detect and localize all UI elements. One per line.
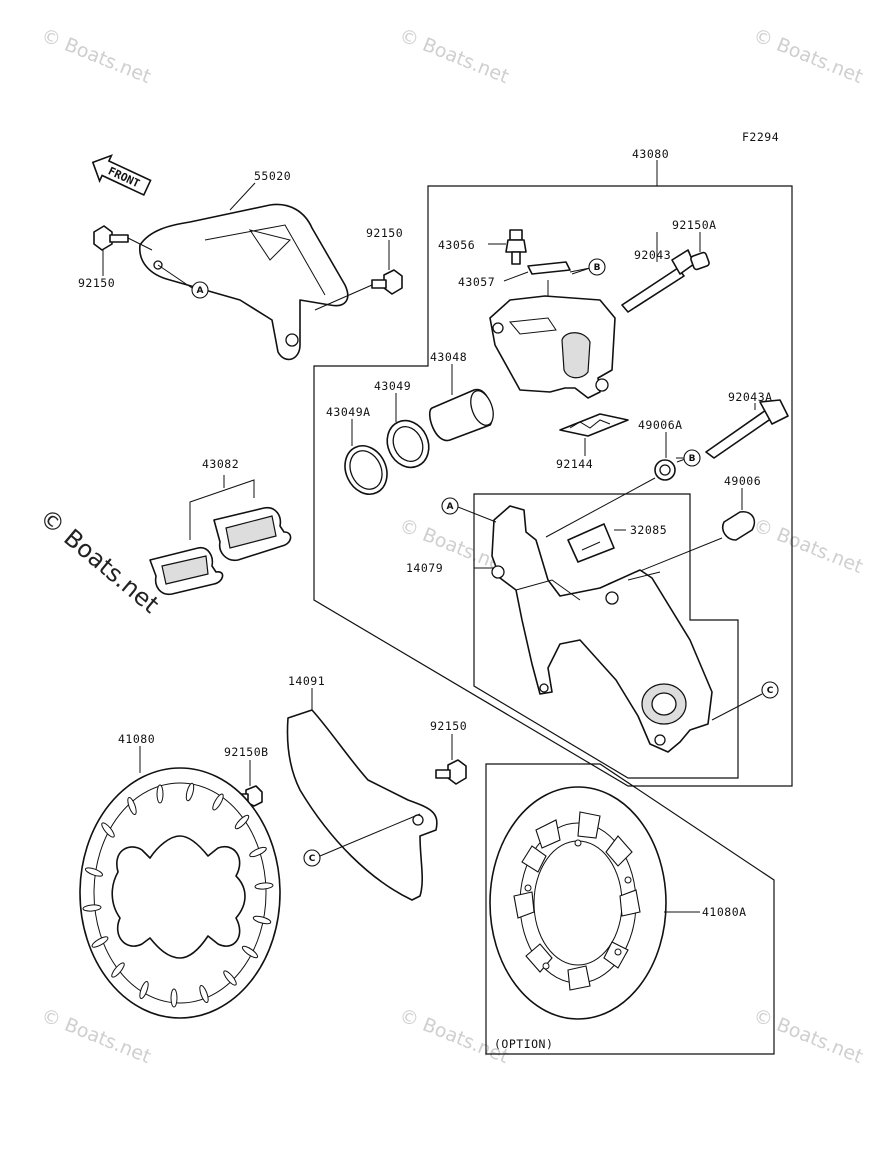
watermark: © Boats.net — [38, 1004, 154, 1068]
part-43049A-seal — [344, 419, 388, 495]
part-labels: 55020 43080 92150 92150 43056 43057 9215… — [78, 147, 773, 1051]
watermark: © Boats.net — [750, 24, 866, 88]
watermark: © Boats.net — [750, 1004, 866, 1068]
part-92150-bolt-bottom — [435, 734, 467, 785]
svg-text:B: B — [689, 454, 696, 464]
label-92150B: 92150B — [224, 745, 269, 759]
part-92150-bolt-left — [93, 225, 153, 276]
label-43048: 43048 — [430, 350, 467, 364]
watermark: © Boats.net — [396, 24, 512, 88]
callout-b-right: B — [676, 449, 701, 467]
label-32085: 32085 — [630, 523, 667, 537]
part-43049-seal — [386, 393, 430, 469]
part-55020-guard — [139, 182, 349, 361]
callout-b-top: B — [569, 258, 606, 276]
caliper-assembly-frame — [313, 185, 793, 787]
part-49006A-boot — [545, 432, 689, 538]
label-49006: 49006 — [724, 474, 761, 488]
label-41080: 41080 — [118, 732, 155, 746]
part-14079-bracket — [491, 505, 713, 753]
label-43049A: 43049A — [326, 405, 371, 419]
svg-text:C: C — [309, 854, 316, 864]
label-92150-top-left: 92150 — [78, 276, 115, 290]
disc-41080-slots — [82, 782, 274, 1008]
label-43049: 43049 — [374, 379, 411, 393]
watermark: © Boats.net — [750, 514, 866, 578]
label-43056: 43056 — [438, 238, 475, 252]
label-43082: 43082 — [202, 457, 239, 471]
bracket-frame — [473, 493, 739, 779]
label-14091: 14091 — [288, 674, 325, 688]
svg-text:A: A — [447, 502, 454, 512]
label-92144: 92144 — [556, 457, 593, 471]
figure-code: F2294 — [742, 130, 779, 144]
watermark: © Boats.net — [38, 24, 154, 88]
option-label: (OPTION) — [494, 1037, 553, 1051]
callout-c-guard: C — [303, 849, 321, 867]
part-caliper-body — [489, 280, 616, 399]
label-43080: 43080 — [632, 147, 669, 161]
part-32085-clip — [567, 523, 626, 563]
watermark-large: © Boats.net — [34, 503, 164, 619]
svg-text:A: A — [197, 286, 204, 296]
label-92150-bottom: 92150 — [430, 719, 467, 733]
label-92043A: 92043A — [728, 390, 773, 404]
label-55020: 55020 — [254, 169, 291, 183]
label-92043: 92043 — [634, 248, 671, 262]
part-14091-disc-guard — [286, 688, 438, 901]
label-14079: 14079 — [406, 561, 443, 575]
label-41080A: 41080A — [702, 905, 747, 919]
svg-text:C: C — [767, 686, 774, 696]
label-43057: 43057 — [458, 275, 495, 289]
part-43048-piston — [428, 364, 494, 442]
part-92150-bolt-right — [314, 240, 403, 311]
part-43082-brake-pads — [149, 475, 292, 596]
callout-c-bracket: C — [711, 681, 779, 721]
label-92150A: 92150A — [672, 218, 717, 232]
part-92144-spring — [559, 413, 629, 456]
part-92043-pin — [621, 232, 695, 313]
part-92043A-pin — [705, 399, 789, 459]
label-49006A: 49006A — [638, 418, 683, 432]
part-41080-brake-disc — [79, 746, 281, 1019]
part-43057-cap — [503, 261, 591, 282]
callout-a-bracket: A — [441, 497, 497, 523]
option-disc-frame — [485, 763, 775, 1055]
part-43056-bleeder — [488, 229, 527, 265]
front-arrow-icon: FRONT — [91, 154, 152, 196]
label-92150-top-right: 92150 — [366, 226, 403, 240]
part-41080A-option-disc — [489, 786, 700, 1020]
part-92150A-plug — [690, 232, 710, 271]
svg-text:B: B — [594, 263, 601, 273]
callout-a-top: A — [157, 264, 209, 299]
